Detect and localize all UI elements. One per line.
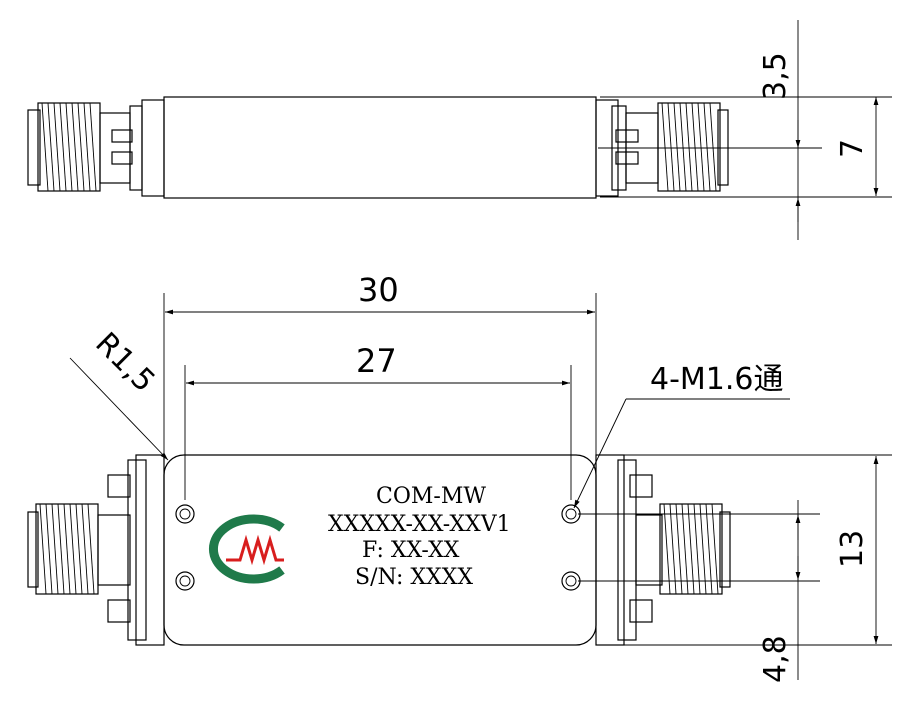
dim-top-offset: 3,5: [758, 52, 793, 100]
logo: [208, 514, 285, 584]
dim-hole-spacing-y: 4,8: [758, 635, 793, 683]
dim-overall-length: 30: [358, 271, 399, 309]
label-model: XXXXX-XX-XXV1: [328, 512, 511, 537]
left-connector-side: [27, 99, 165, 197]
label-brand: COM-MW: [376, 484, 486, 509]
dim-hole-spacing-x: 27: [356, 342, 397, 380]
body-side: [163, 96, 597, 199]
label-frequency: F: XX-XX: [362, 538, 460, 563]
side-view: 3,5 7: [27, 20, 892, 240]
dim-body-height: 13: [835, 530, 870, 568]
dim-top-height: 7: [835, 139, 870, 158]
right-connector-top: [595, 454, 731, 646]
top-view: 30 27 R1,5 4-M1.6通: [27, 271, 892, 683]
mounting-holes: [175, 504, 581, 591]
dim-hole-callout: 4-M1.6通: [650, 362, 784, 397]
label-serial: S/N: XXXX: [355, 565, 473, 590]
left-connector-top: [27, 454, 165, 646]
right-connector-side: [595, 99, 729, 197]
